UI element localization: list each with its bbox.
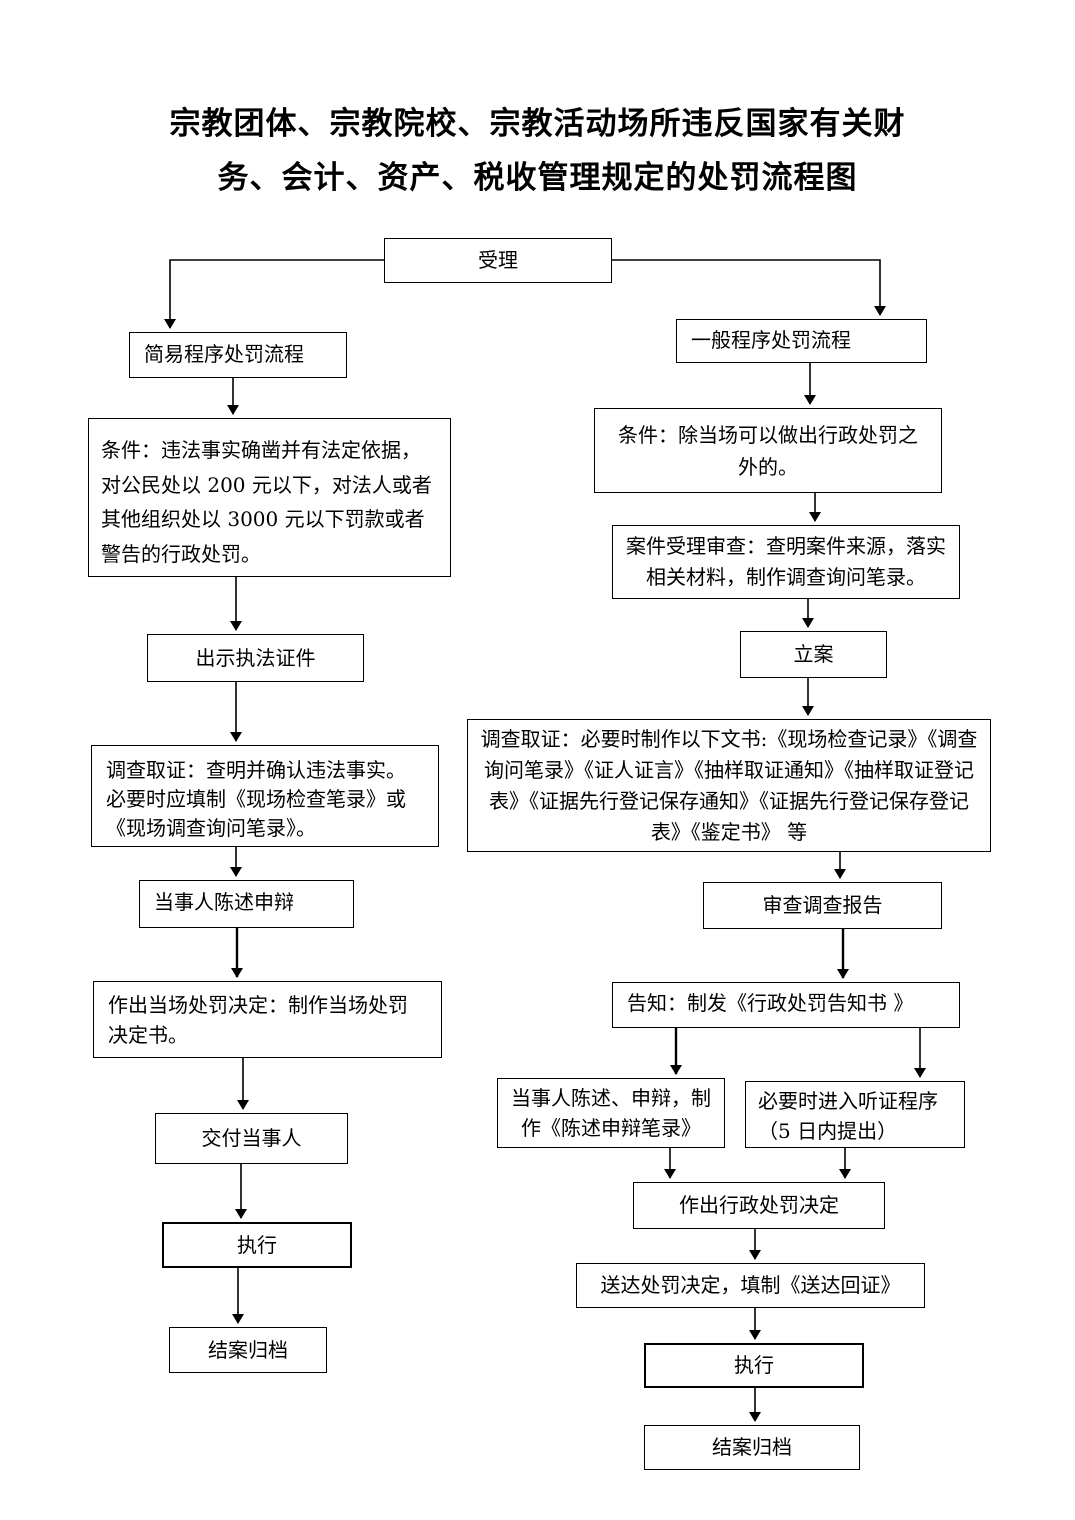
title-line-1: 宗教团体、宗教院校、宗教活动场所违反国家有关财 <box>169 106 906 142</box>
general-report-box: 审查调查报告 <box>703 882 942 929</box>
general-serve-box: 送达处罚决定，填制《送达回证》 <box>576 1263 925 1308</box>
simple-decision-box: 作出当场处罚决定：制作当场处罚决定书。 <box>93 981 442 1058</box>
general-review-box: 案件受理审查：查明案件来源，落实相关材料，制作调查询问笔录。 <box>612 525 960 599</box>
general-defense-box: 当事人陈述、申辩，制作《陈述申辩笔录》 <box>497 1078 725 1148</box>
general-decision-box: 作出行政处罚决定 <box>633 1182 885 1229</box>
simple-archive-box: 结案归档 <box>169 1327 327 1373</box>
simple-condition-box: 条件：违法事实确凿并有法定依据，对公民处以 200 元以下，对法人或者其他组织处… <box>88 418 451 577</box>
simple-deliver-box: 交付当事人 <box>155 1113 348 1164</box>
title-line-2: 务、会计、资产、税收管理规定的处罚流程图 <box>217 160 858 196</box>
general-execute-box: 执行 <box>644 1343 864 1388</box>
general-archive-box: 结案归档 <box>644 1425 860 1470</box>
simple-investigate-box: 调查取证：查明并确认违法事实。必要时应填制《现场检查笔录》或《现场调查询问笔录》… <box>91 745 439 847</box>
general-hearing-box: 必要时进入听证程序（5 日内提出） <box>745 1081 965 1148</box>
simple-execute-box: 执行 <box>162 1222 352 1268</box>
simple-statement-box: 当事人陈述申辩 <box>139 880 354 928</box>
general-notify-box: 告知：制发《行政处罚告知书 》 <box>612 982 960 1028</box>
start-box: 受理 <box>384 238 612 283</box>
arrow-start-to-simple <box>164 259 384 329</box>
general-condition-box: 条件：除当场可以做出行政处罚之外的。 <box>594 408 942 493</box>
simple-header-box: 简易程序处罚流程 <box>129 332 347 378</box>
general-investigate-box: 调查取证：必要时制作以下文书:《现场检查记录》《调查询问笔录》《证人证言》《抽样… <box>467 719 991 852</box>
general-header-box: 一般程序处罚流程 <box>676 319 927 363</box>
arrow-start-to-general <box>612 259 886 316</box>
general-filing-box: 立案 <box>740 631 887 678</box>
simple-show-id-box: 出示执法证件 <box>147 634 364 682</box>
